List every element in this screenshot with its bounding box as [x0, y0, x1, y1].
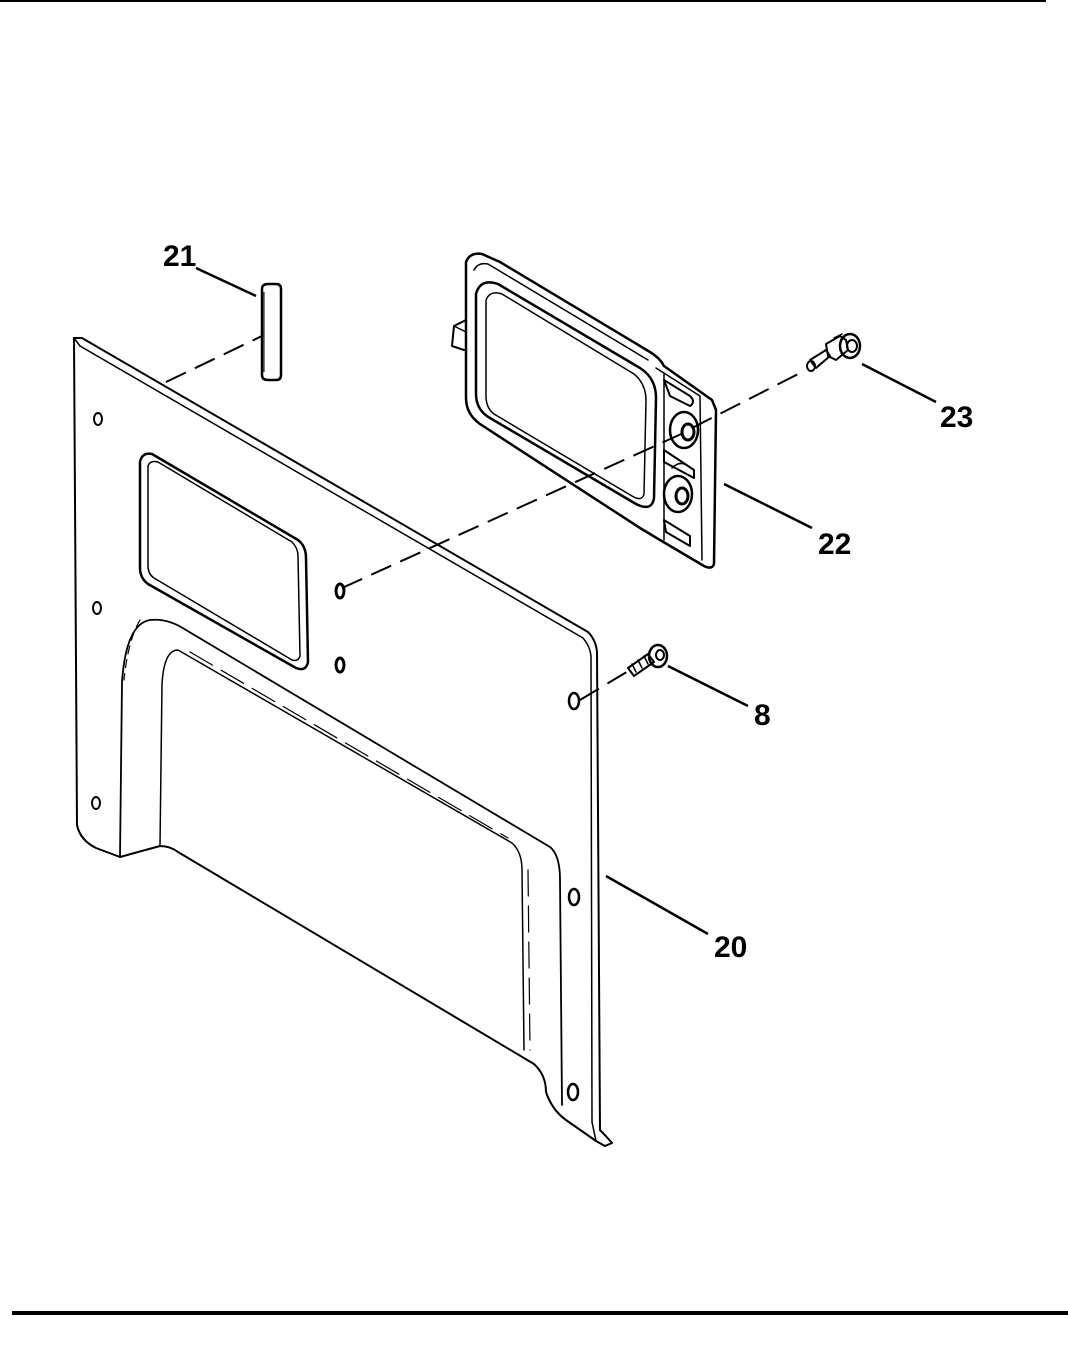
screw — [628, 645, 667, 676]
callout-20: 20 — [714, 931, 747, 964]
side-panel — [74, 338, 612, 1146]
callout-8: 8 — [754, 699, 771, 732]
callout-21: 21 — [163, 240, 196, 273]
callout-22: 22 — [818, 528, 851, 561]
callout-23: 23 — [940, 401, 973, 434]
pivot-pin — [807, 334, 860, 371]
label-strip — [262, 284, 281, 380]
